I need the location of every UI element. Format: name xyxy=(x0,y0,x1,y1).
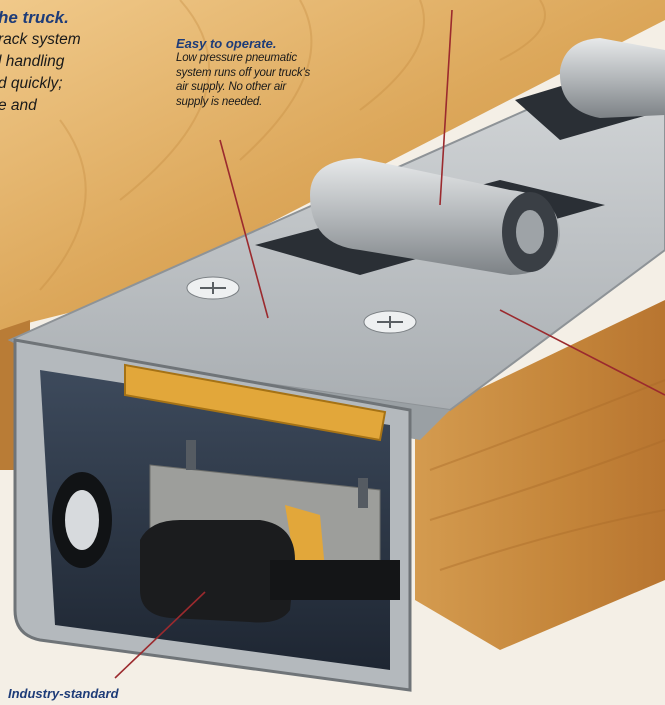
callout-truck-line-4: e and xyxy=(0,97,37,114)
callout-easy-line-4: supply is needed. xyxy=(176,95,263,108)
callout-leader-lines xyxy=(114,9,665,679)
roller-front xyxy=(310,158,560,275)
callout-easy-line-3: air supply. No other air xyxy=(176,81,287,93)
callout-easy-to-operate: Easy to operate. Low pressure pneumatic … xyxy=(176,36,376,109)
screw-right xyxy=(363,310,417,334)
callout-easy-line-1: Low pressure pneumatic xyxy=(176,52,297,64)
callout-truck-line-3: d quickly; xyxy=(0,75,63,92)
yellow-seal xyxy=(285,505,325,570)
air-hose xyxy=(270,560,400,600)
air-connector xyxy=(140,520,295,623)
callout-truck-text: he truck. rack system l handling d quick… xyxy=(0,8,158,117)
wood-floor-right-block xyxy=(415,300,665,650)
callout-industry-heading: Industry-standard xyxy=(8,686,119,701)
callout-truck-line-1: rack system xyxy=(0,31,81,48)
side-cable-ring-hole xyxy=(65,490,99,550)
pin-left xyxy=(186,440,196,470)
pin-right xyxy=(358,478,368,508)
callout-truck-line-2: l handling xyxy=(0,53,65,70)
air-bladder-bar xyxy=(124,363,387,442)
wood-right-grain xyxy=(429,379,665,571)
callout-truck-heading: he truck. xyxy=(0,8,69,27)
wood-grain xyxy=(39,0,546,291)
callout-easy-line-2: system runs off your truck's xyxy=(176,66,310,79)
screw-left xyxy=(186,276,240,300)
roller-back xyxy=(559,38,665,118)
callout-industry-standard: Industry-standard xyxy=(8,687,228,701)
callout-easy-heading: Easy to operate. xyxy=(176,36,277,51)
